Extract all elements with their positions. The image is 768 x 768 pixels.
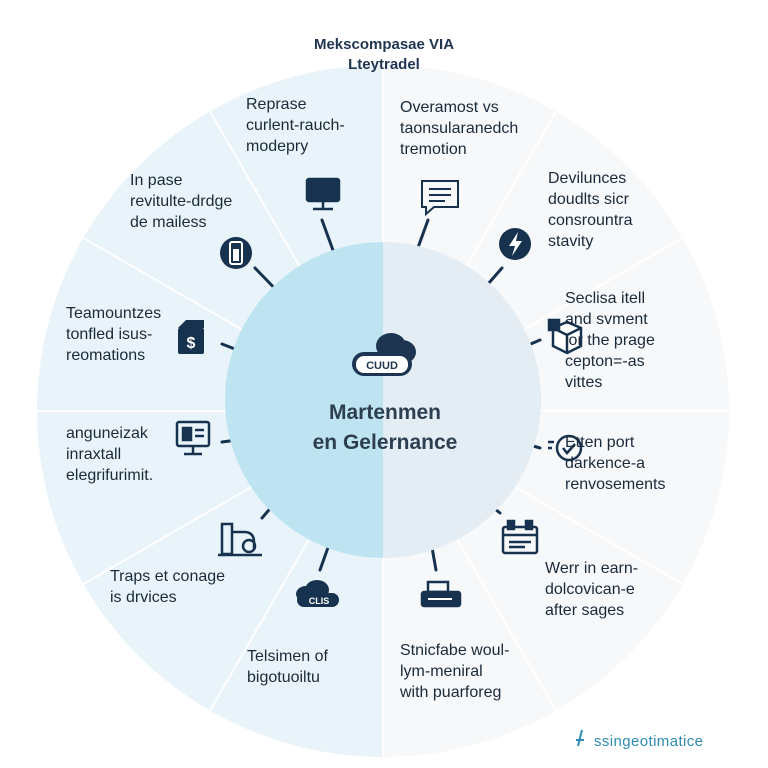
segment-label: Seclisa itell and svment lor the prage cept… [565, 288, 655, 393]
segment-label: Devilunces doudlts sicr consrountra stavity [548, 168, 633, 252]
segment-label: Reprase curlent-rauch-modepry [246, 94, 345, 157]
segment-label: In pase revitulte-drdge de mailess [130, 170, 232, 233]
segment-label-line: vittes [565, 374, 603, 391]
segment-label-line: tonfled isus- [66, 326, 153, 343]
segment-label: Stnicfabe woul-lym-meniral with puarforeg [400, 640, 509, 703]
monitor-icon [305, 177, 341, 211]
segment-label-line: with puarforeg [400, 684, 502, 701]
segment-label-line: is drvices [110, 589, 177, 606]
segment-label-line: stavity [548, 233, 594, 250]
segment-label: anguneizak inraxtall elegrifurimit. [66, 423, 153, 486]
center-title: Martenmen en Gelernance [270, 398, 500, 458]
segment-label-line: Traps et conage [110, 568, 226, 585]
segment-label-line: Overamost vs [400, 99, 499, 116]
footer-logo-icon [576, 729, 584, 747]
check-circle-icon [548, 434, 583, 462]
cloud-tag-icon: CLIS [296, 580, 339, 607]
segment-label-line: renvosements [565, 476, 666, 493]
segment-label-line: Stnicfabe woul- [400, 642, 510, 659]
segment-label-line: lor the prage [565, 332, 655, 349]
segment-label-line: inraxtall [66, 446, 122, 463]
segment-label-line: dolcovican-e [545, 581, 635, 598]
segment-label-line: after sages [545, 602, 625, 619]
segment-label-line: modepry [246, 138, 309, 155]
segment-label-line: Reprase [246, 96, 307, 113]
segment-label: Telsimen of bigotuoiltu [247, 646, 328, 688]
segment-label-line: tremotion [400, 141, 467, 158]
segment-label-line: anguneizak [66, 425, 148, 442]
segment-label-line: lym-meniral [400, 663, 483, 680]
segment-label-line: doudlts sicr [548, 191, 629, 208]
segment-label: Overamost vs taonsularanedch tremotion [400, 97, 518, 160]
segment-label-line: consrountra [548, 212, 633, 229]
segment-label-line: taonsularanedch [400, 120, 519, 137]
cloud-tag-label: CLIS [309, 596, 330, 606]
segment-label-line: curlent-rauch- [246, 117, 345, 134]
segment-label-line: revitulte-drdge [130, 193, 233, 210]
segment-label-line: cepton=-as [565, 353, 645, 370]
segment-label-line: Teamountzes [66, 305, 162, 322]
segment-label-line: Werr in earn- [545, 560, 639, 577]
segment-label-line: and svment [565, 311, 648, 328]
segment-label-line: reomations [66, 347, 146, 364]
calendar-icon [501, 519, 539, 555]
segment-label: Etten port darkence-a renvosements [565, 432, 666, 495]
dollar-icon: $ [178, 320, 204, 354]
center-circle-right [383, 242, 541, 558]
box-icon [547, 318, 583, 355]
printer-icon [420, 580, 462, 608]
segment-label-line: bigotuoiltu [247, 669, 320, 686]
cloud-icon: CUUD [352, 333, 416, 376]
segment-label: Teamountzes tonfled isus-reomations [66, 303, 161, 366]
footer-brand: ssingeotimatice [594, 733, 704, 750]
segment-label: Werr in earn-dolcovican-e after sages [545, 558, 638, 621]
machine-icon [218, 522, 262, 557]
center-title-line2: en Gelernance [312, 431, 458, 454]
cloud-badge-label: CUUD [366, 360, 398, 372]
battery-icon [220, 237, 252, 269]
segment-label-line: In pase [130, 172, 183, 189]
center-circle-left [225, 242, 383, 558]
segment-label-line: Etten port [565, 434, 635, 451]
segment-label-line: Seclisa itell [565, 290, 646, 307]
segment-label: Traps et conage is drvices [110, 566, 225, 608]
header-subtitle: Lteytradel [348, 56, 420, 73]
segment-label-line: de mailess [130, 214, 207, 231]
computer-icon [175, 420, 211, 456]
header-title: Mekscompasae VIA [313, 36, 455, 53]
segment-label-line: Devilunces [548, 170, 627, 187]
center-title-line1: Martenmen [328, 401, 442, 424]
segment-label-line: darkence-a [565, 455, 646, 472]
segment-label-line: elegrifurimit. [66, 467, 154, 484]
segment-label-line: Telsimen of [247, 648, 328, 665]
lightning-icon [499, 228, 531, 260]
message-icon [421, 180, 459, 217]
svg-text:$: $ [187, 335, 196, 352]
